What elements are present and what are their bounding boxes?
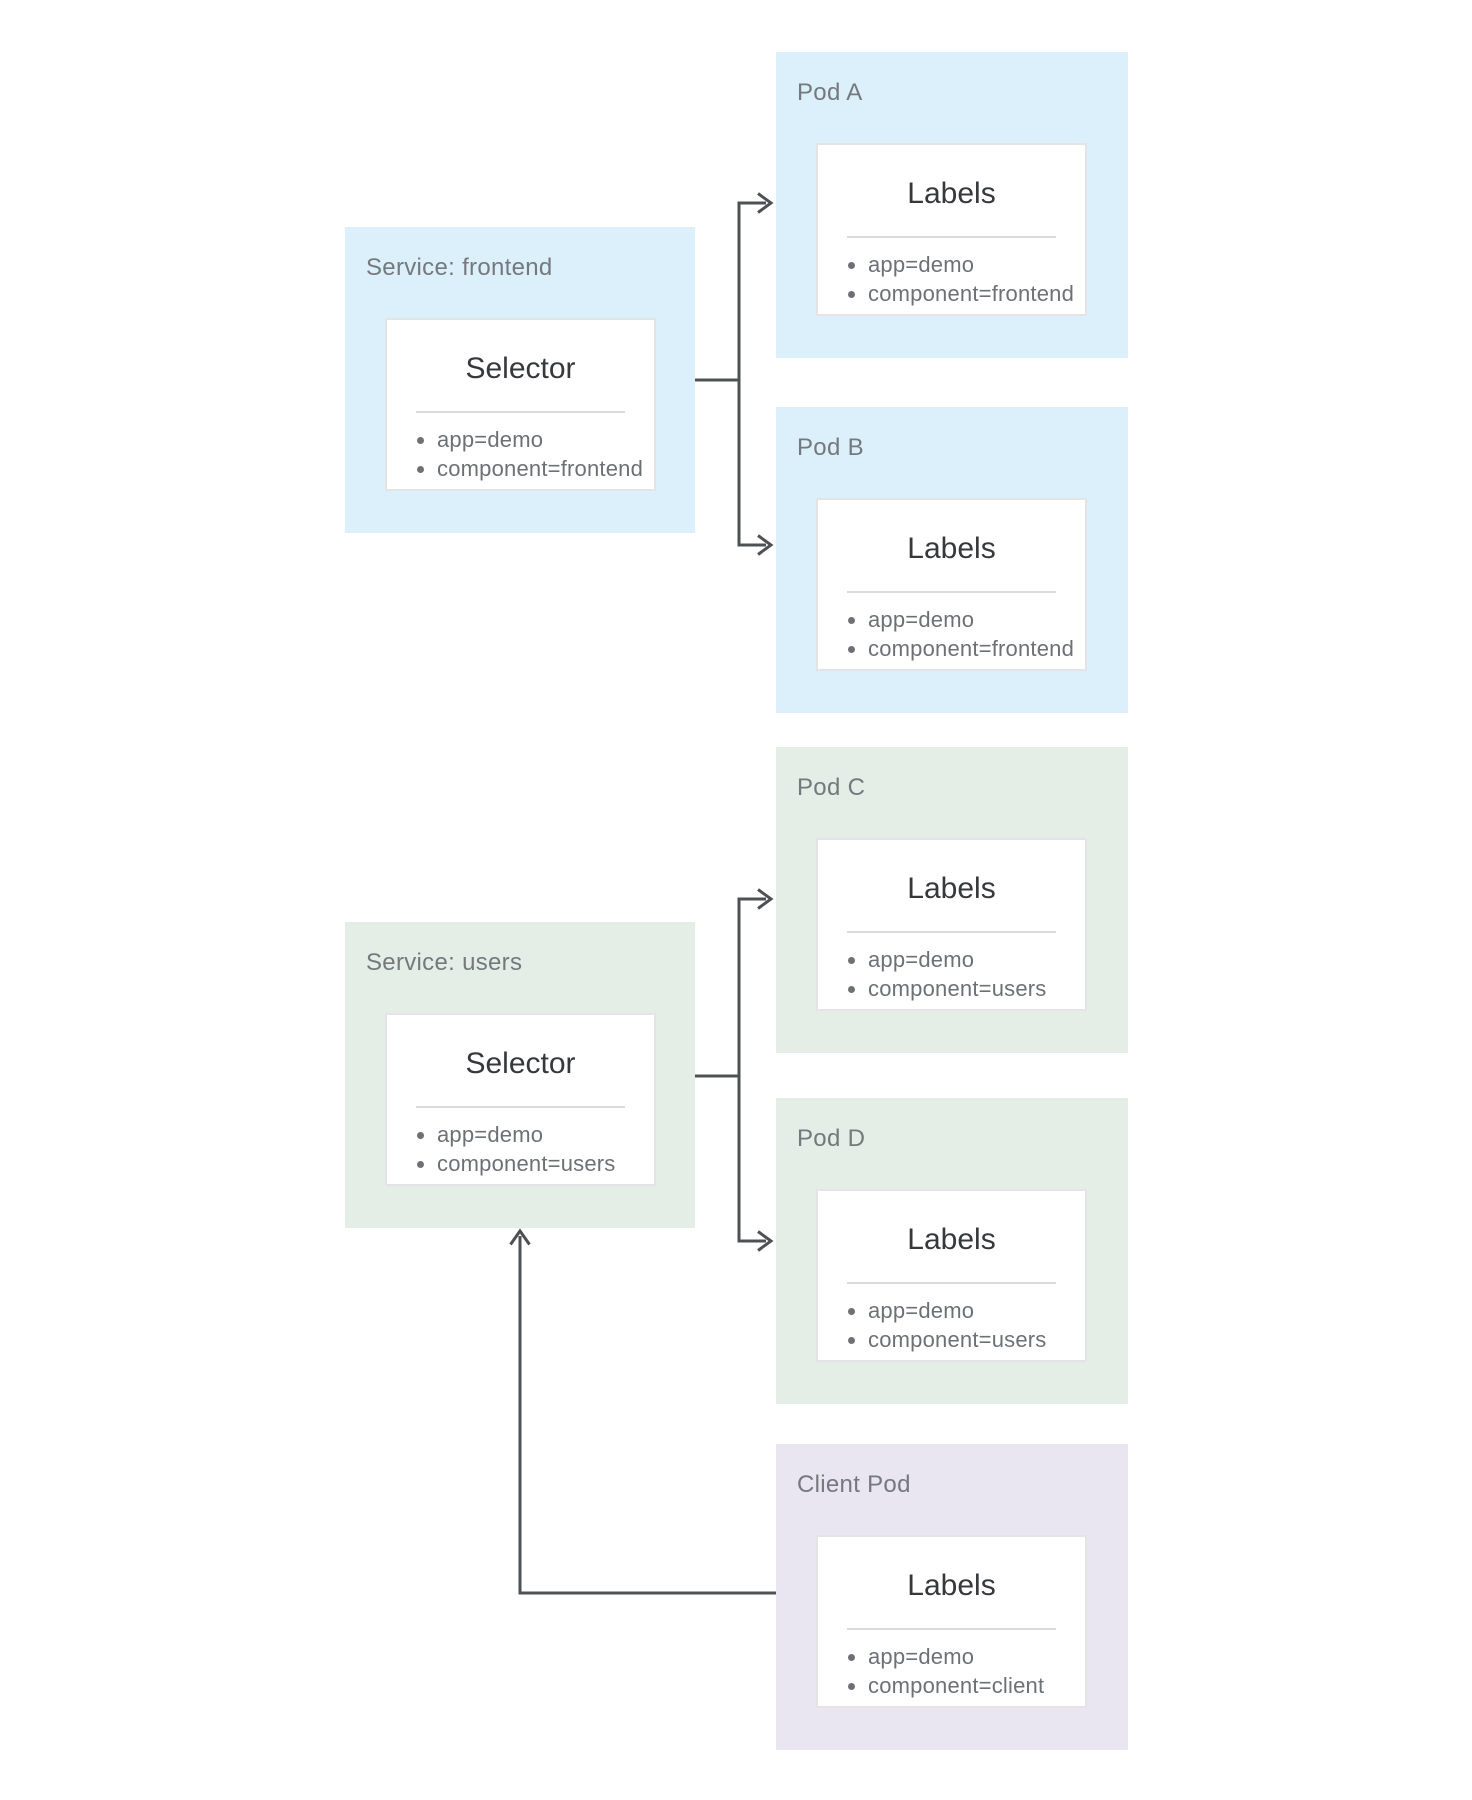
box-title: Pod A xyxy=(797,79,863,106)
connector-bracket xyxy=(737,897,766,1243)
label-item: component=client xyxy=(868,1671,1085,1700)
selector-list: app=demo component=users xyxy=(387,1120,654,1178)
label-item: component=frontend xyxy=(437,454,654,483)
card-divider xyxy=(847,236,1056,238)
card-divider xyxy=(847,1628,1056,1630)
card-heading: Labels xyxy=(907,532,996,565)
label-item: component=users xyxy=(437,1149,654,1178)
pod-a-box: Pod A Labels app=demo component=frontend xyxy=(776,52,1128,358)
labels-list: app=demo component=client xyxy=(818,1642,1085,1700)
arrowhead-icon xyxy=(757,192,774,214)
card-heading: Selector xyxy=(465,1047,576,1080)
arrowhead-icon xyxy=(757,534,774,556)
box-title: Pod D xyxy=(797,1125,866,1152)
arrowhead-icon xyxy=(509,1228,531,1246)
labels-card: Labels app=demo component=frontend xyxy=(816,143,1087,316)
labels-list: app=demo component=users xyxy=(818,1296,1085,1354)
label-item: app=demo xyxy=(868,1296,1085,1325)
card-heading: Labels xyxy=(907,1223,996,1256)
box-title: Service: users xyxy=(366,949,523,976)
labels-card: Labels app=demo component=client xyxy=(816,1535,1087,1708)
selector-card: Selector app=demo component=users xyxy=(385,1013,656,1186)
card-divider xyxy=(847,591,1056,593)
box-title: Client Pod xyxy=(797,1471,911,1498)
connector-elbow xyxy=(518,1236,776,1595)
arrowhead-icon xyxy=(757,1230,774,1252)
card-heading: Labels xyxy=(907,1569,996,1602)
selector-card: Selector app=demo component=frontend xyxy=(385,318,656,491)
card-divider xyxy=(416,411,625,413)
card-heading: Labels xyxy=(907,872,996,905)
card-divider xyxy=(416,1106,625,1108)
card-divider xyxy=(847,931,1056,933)
connector-frontend-pods xyxy=(695,192,774,556)
labels-card: Labels app=demo component=users xyxy=(816,838,1087,1011)
pod-b-box: Pod B Labels app=demo component=frontend xyxy=(776,407,1128,713)
label-item: app=demo xyxy=(437,1120,654,1149)
client-pod-box: Client Pod Labels app=demo component=cli… xyxy=(776,1444,1128,1750)
service-frontend-box: Service: frontend Selector app=demo comp… xyxy=(345,227,695,533)
pod-d-box: Pod D Labels app=demo component=users xyxy=(776,1098,1128,1404)
label-item: component=users xyxy=(868,1325,1085,1354)
labels-card: Labels app=demo component=users xyxy=(816,1189,1087,1362)
arrowhead-icon xyxy=(757,888,774,910)
label-item: app=demo xyxy=(868,605,1085,634)
label-item: component=frontend xyxy=(868,634,1085,663)
labels-card: Labels app=demo component=frontend xyxy=(816,498,1087,671)
label-item: app=demo xyxy=(437,425,654,454)
labels-list: app=demo component=frontend xyxy=(818,605,1085,663)
card-divider xyxy=(847,1282,1056,1284)
selector-list: app=demo component=frontend xyxy=(387,425,654,483)
connector-client-to-users xyxy=(509,1228,776,1595)
labels-list: app=demo component=users xyxy=(818,945,1085,1003)
label-item: app=demo xyxy=(868,250,1085,279)
connector-bracket xyxy=(737,201,766,547)
connector-users-pods xyxy=(695,888,774,1252)
card-heading: Labels xyxy=(907,177,996,210)
box-title: Service: frontend xyxy=(366,254,553,281)
card-heading: Selector xyxy=(465,352,576,385)
box-title: Pod B xyxy=(797,434,864,461)
pod-c-box: Pod C Labels app=demo component=users xyxy=(776,747,1128,1053)
labels-list: app=demo component=frontend xyxy=(818,250,1085,308)
label-item: app=demo xyxy=(868,1642,1085,1671)
label-item: component=frontend xyxy=(868,279,1085,308)
service-users-box: Service: users Selector app=demo compone… xyxy=(345,922,695,1228)
label-item: component=users xyxy=(868,974,1085,1003)
box-title: Pod C xyxy=(797,774,866,801)
label-item: app=demo xyxy=(868,945,1085,974)
